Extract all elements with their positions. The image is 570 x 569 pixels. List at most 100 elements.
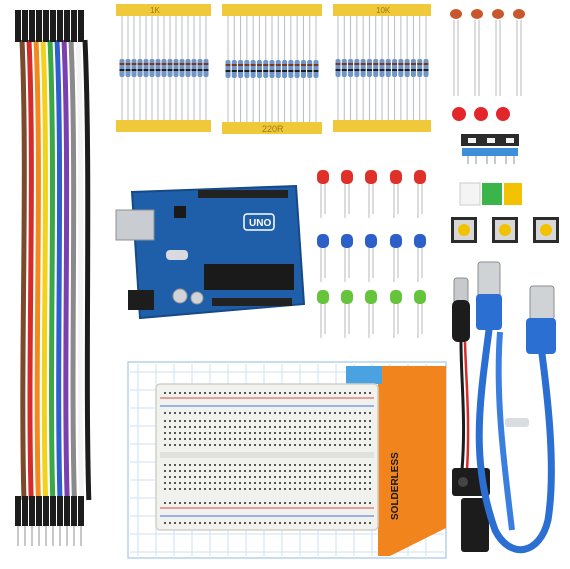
breadboard-hole [314, 438, 316, 440]
usb-b-port [115, 209, 155, 241]
resistor-band [341, 69, 347, 71]
breadboard-hole [314, 522, 316, 524]
breadboard-hole [194, 432, 196, 434]
breadboard-hole [204, 482, 206, 484]
breadboard-hole [224, 444, 226, 446]
breadboard-hole [344, 444, 346, 446]
breadboard-hole [284, 438, 286, 440]
wire-connector-bottom [50, 496, 56, 526]
breadboard-hole [354, 464, 356, 466]
breadboard-hole [184, 522, 186, 524]
breadboard-hole [204, 412, 206, 414]
breadboard-hole [234, 482, 236, 484]
ldr-head [450, 9, 462, 19]
breadboard-hole [234, 412, 236, 414]
resistor-band [341, 63, 347, 65]
breadboard-hole [354, 432, 356, 434]
resistor-band [313, 70, 319, 72]
breadboard-hole [349, 502, 351, 504]
breadboard-hole [354, 438, 356, 440]
breadboard-hole [229, 412, 231, 414]
resistor-band [288, 64, 294, 66]
resistor-body [385, 59, 391, 77]
breadboard-hole [369, 444, 371, 446]
breadboard-hole [364, 438, 366, 440]
breadboard-hole [244, 522, 246, 524]
resistor-band [275, 64, 281, 66]
breadboard-hole [344, 522, 346, 524]
breadboard-hole [304, 420, 306, 422]
breadboard-hole [179, 482, 181, 484]
breadboard-hole [354, 392, 356, 394]
breadboard-hole [309, 488, 311, 490]
breadboard-hole [234, 470, 236, 472]
resistor-tape-top [222, 4, 322, 16]
breadboard-hole [324, 432, 326, 434]
resistor-band [173, 63, 179, 65]
breadboard-hole [189, 432, 191, 434]
resistor-band [385, 69, 391, 71]
breadboard-hole [279, 482, 281, 484]
resistor-band [313, 64, 319, 66]
breadboard-hole [254, 426, 256, 428]
breadboard-hole [184, 432, 186, 434]
breadboard-hole [339, 522, 341, 524]
breadboard-hole [229, 432, 231, 434]
button-caps-small [459, 182, 522, 206]
breadboard-hole [174, 476, 176, 478]
breadboard-hole [269, 476, 271, 478]
breadboard-hole [259, 470, 261, 472]
breadboard-hole [164, 482, 166, 484]
breadboard-hole [249, 482, 251, 484]
white-cap [459, 182, 481, 206]
breadboard-hole [274, 488, 276, 490]
breadboard-hole [329, 438, 331, 440]
breadboard-hole [209, 502, 211, 504]
breadboard-hole [179, 420, 181, 422]
breadboard-hole [239, 392, 241, 394]
led-dome [341, 290, 353, 304]
resistor-band [354, 63, 360, 65]
breadboard-hole [249, 420, 251, 422]
resistor-body [366, 59, 372, 77]
breadboard-hole [334, 464, 336, 466]
breadboard-hole [254, 482, 256, 484]
breadboard-hole [364, 522, 366, 524]
led-dome [390, 234, 402, 248]
breadboard-hole [179, 444, 181, 446]
breadboard-hole [259, 502, 261, 504]
resistor-body [300, 60, 306, 78]
breadboard-hole [329, 432, 331, 434]
breadboard-hole [269, 488, 271, 490]
breadboard-hole [199, 392, 201, 394]
breadboard-hole [244, 392, 246, 394]
breadboard-hole [369, 482, 371, 484]
breadboard-hole [304, 426, 306, 428]
breadboard-hole [204, 438, 206, 440]
capacitor [190, 291, 204, 305]
breadboard-hole [289, 470, 291, 472]
breadboard-hole [179, 476, 181, 478]
resistor-band [263, 70, 269, 72]
breadboard-hole [234, 488, 236, 490]
resistor-tape-bottom [222, 122, 322, 134]
led-dome [390, 170, 402, 184]
breadboard-hole [194, 502, 196, 504]
breadboard-hole [354, 420, 356, 422]
resistor-band [197, 63, 203, 65]
breadboard-hole [174, 392, 176, 394]
breadboard-hole [189, 502, 191, 504]
resistor-band [373, 69, 379, 71]
breadboard-hole [354, 426, 356, 428]
breadboard-hole [324, 420, 326, 422]
breadboard-hole [334, 476, 336, 478]
breadboard-hole [269, 412, 271, 414]
breadboard-hole [294, 420, 296, 422]
resistor-body [360, 59, 366, 77]
resistor-tape-top [116, 4, 211, 16]
breadboard-hole [244, 502, 246, 504]
breadboard-hole [224, 470, 226, 472]
breadboard-hole [279, 444, 281, 446]
wire-connector-top [43, 10, 49, 42]
breadboard-hole [194, 482, 196, 484]
